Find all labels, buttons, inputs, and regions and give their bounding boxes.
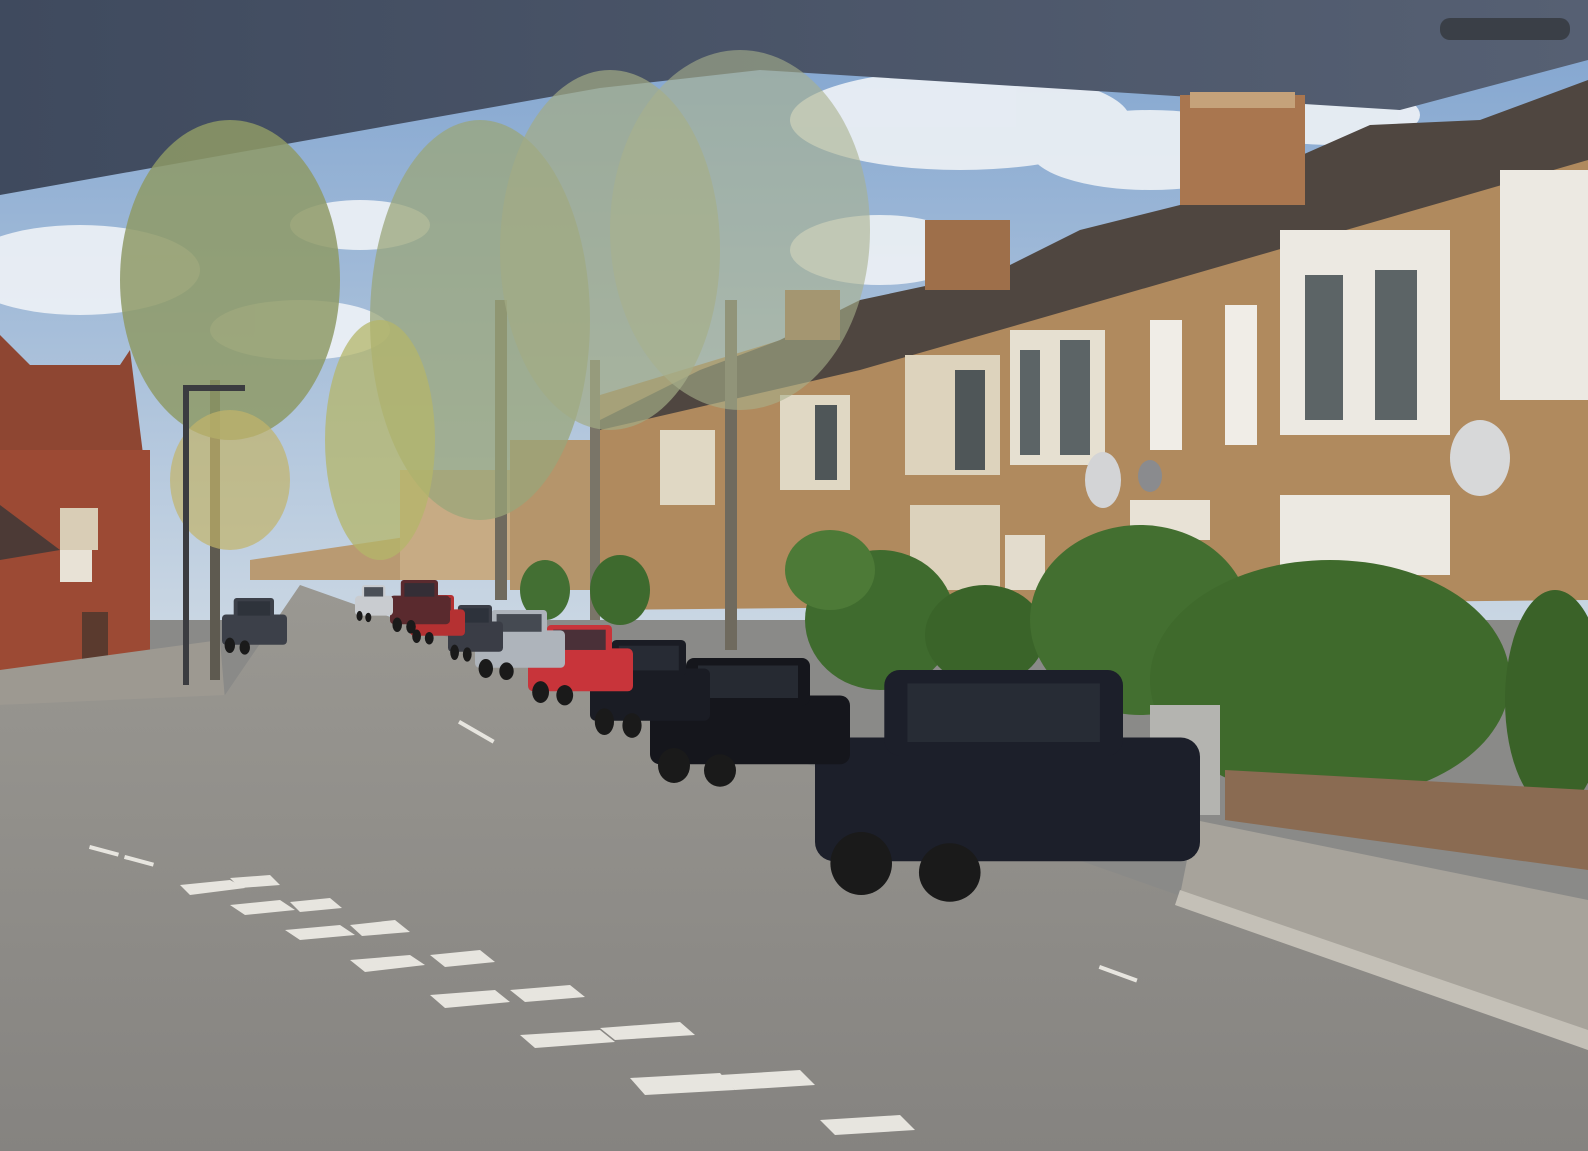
right-pavement — [1180, 820, 1588, 1050]
parked-cars — [222, 580, 1200, 902]
parked-car — [390, 580, 450, 634]
satellite-dish — [1085, 452, 1121, 508]
hedges — [520, 525, 1588, 810]
overlay-band — [0, 0, 1588, 195]
terraced-houses — [600, 80, 1588, 610]
kerb — [1175, 890, 1588, 1050]
front-wall — [1225, 770, 1588, 870]
left-building — [0, 335, 150, 670]
trees — [120, 50, 870, 680]
left-pavement — [0, 640, 225, 705]
satellite-dish — [1450, 420, 1510, 496]
road — [0, 585, 1588, 1151]
parked-car — [815, 670, 1200, 902]
parked-car — [355, 585, 393, 623]
parked-car — [448, 605, 503, 662]
road-markings — [88, 720, 1138, 1135]
parked-car — [222, 598, 287, 655]
street-lamp-top — [1440, 18, 1570, 40]
satellite-dish — [1138, 460, 1162, 492]
lamp-post — [183, 390, 189, 685]
